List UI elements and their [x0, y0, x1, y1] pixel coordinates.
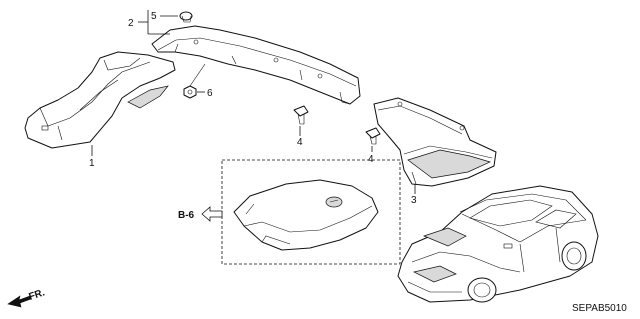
callout-4a: 4 — [297, 137, 303, 148]
diagram-code: SEPAB5010 — [572, 303, 627, 314]
detail-frame — [221, 159, 401, 265]
part-3-side-duct — [373, 97, 497, 187]
part-4-clip-a — [293, 105, 309, 125]
front-label: FR. — [28, 287, 47, 303]
front-arrow-icon — [7, 295, 32, 308]
front-direction-indicator: FR. — [7, 287, 47, 308]
callout-2: 2 — [128, 18, 134, 29]
callout-4b: 4 — [368, 154, 374, 165]
engine-cover — [233, 179, 379, 251]
callout-5: 5 — [151, 11, 157, 22]
part-6-nut — [183, 85, 197, 99]
callout-6: 6 — [207, 88, 213, 99]
reference-label: B-6 — [178, 210, 195, 221]
callout-3: 3 — [411, 195, 417, 206]
callout-1: 1 — [89, 158, 95, 169]
part-5-clip — [179, 11, 193, 23]
part-1-duct-cover — [24, 51, 176, 149]
part-2-upper-cover — [151, 25, 361, 105]
reference-arrow-icon — [201, 206, 223, 222]
part-4-clip-b — [365, 127, 381, 145]
vehicle-illustration — [397, 185, 599, 303]
leader-6-up — [189, 63, 206, 87]
